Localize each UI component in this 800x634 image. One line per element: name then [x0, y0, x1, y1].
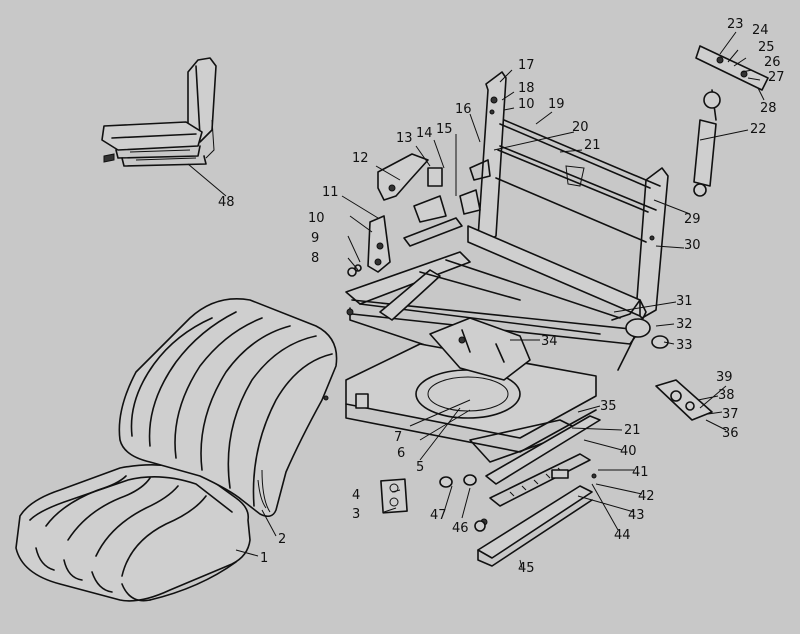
seat-cushion — [15, 464, 251, 602]
label-5: 5 — [416, 460, 424, 475]
label-19: 19 — [548, 97, 565, 112]
label-12: 12 — [352, 151, 369, 166]
label-36: 36 — [722, 426, 739, 441]
label-21b: 21 — [624, 423, 641, 438]
label-13: 13 — [396, 131, 413, 146]
label-45: 45 — [518, 561, 535, 576]
leader-lines — [235, 31, 765, 569]
label-21: 21 — [584, 138, 601, 153]
label-10b: 10 — [518, 97, 535, 112]
label-26: 26 — [764, 55, 781, 70]
backrest-frame — [467, 71, 669, 319]
label-30: 30 — [684, 238, 701, 253]
label-35: 35 — [600, 399, 617, 414]
label-48: 48 — [218, 195, 235, 210]
label-31: 31 — [676, 294, 693, 309]
label-32: 32 — [676, 317, 693, 332]
label-34: 34 — [541, 334, 558, 349]
label-3: 3 — [352, 507, 360, 522]
label-1: 1 — [260, 551, 268, 566]
label-24: 24 — [752, 23, 769, 38]
label-4: 4 — [352, 488, 360, 503]
assembled-seat-thumbnail — [101, 57, 227, 197]
label-22: 22 — [750, 122, 767, 137]
label-8: 8 — [311, 251, 319, 266]
base-plate — [345, 317, 597, 463]
label-14: 14 — [416, 126, 433, 141]
label-44: 44 — [614, 528, 631, 543]
label-10: 10 — [308, 211, 325, 226]
label-43: 43 — [628, 508, 645, 523]
shock-absorber — [693, 45, 769, 197]
label-2: 2 — [278, 532, 286, 547]
back-cushion — [118, 298, 338, 518]
label-33: 33 — [676, 338, 693, 353]
adjustment-lever — [347, 153, 481, 277]
label-47: 47 — [430, 508, 447, 523]
label-40: 40 — [620, 444, 637, 459]
label-37: 37 — [722, 407, 739, 422]
label-16: 16 — [455, 102, 472, 117]
label-42: 42 — [638, 489, 655, 504]
label-17: 17 — [518, 58, 535, 73]
label-25: 25 — [758, 40, 775, 55]
label-15: 15 — [436, 122, 453, 137]
label-39: 39 — [716, 370, 733, 385]
label-9: 9 — [311, 231, 319, 246]
label-7: 7 — [394, 430, 402, 445]
label-41: 41 — [632, 465, 649, 480]
label-20: 20 — [572, 120, 589, 135]
label-23: 23 — [727, 17, 744, 32]
label-38: 38 — [718, 388, 735, 403]
label-28: 28 — [760, 101, 777, 116]
label-27: 27 — [768, 70, 785, 85]
slide-rails — [477, 415, 601, 567]
label-11: 11 — [322, 185, 339, 200]
label-29: 29 — [684, 212, 701, 227]
label-18: 18 — [518, 81, 535, 96]
label-6: 6 — [397, 446, 405, 461]
label-46: 46 — [452, 521, 469, 536]
part-labels: 1 2 3 4 5 6 7 8 9 10 11 12 13 14 15 16 1… — [218, 17, 785, 576]
